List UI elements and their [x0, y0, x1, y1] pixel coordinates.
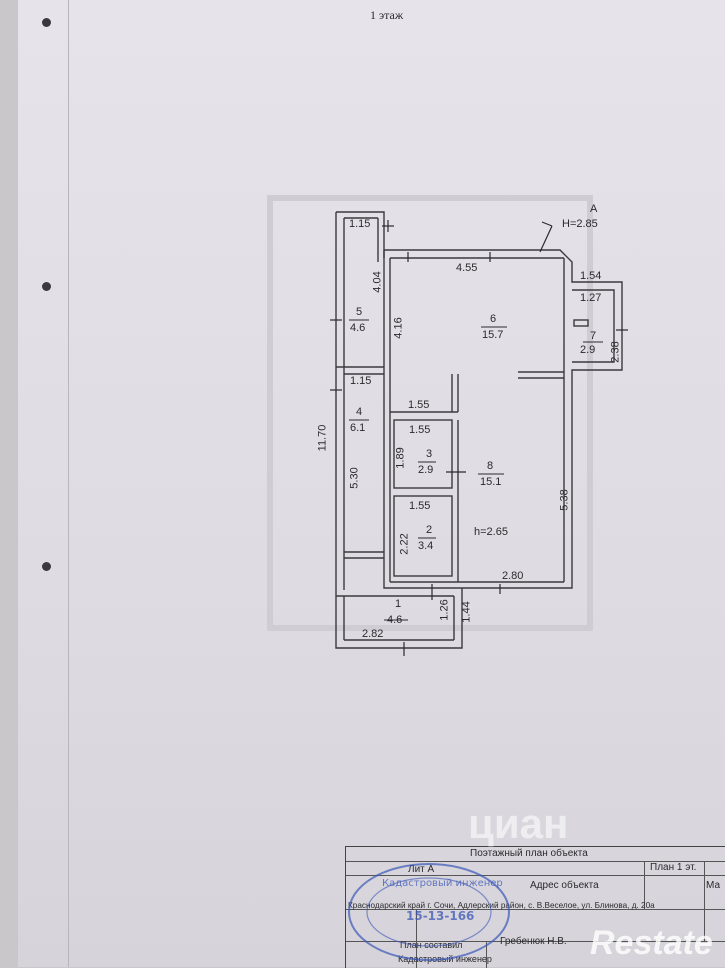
- dim-label: 1.55: [409, 424, 431, 436]
- punch-hole: [42, 282, 51, 291]
- title-block-divider: [416, 909, 417, 968]
- room-area: 4.6: [350, 322, 366, 334]
- room-number: 4: [356, 406, 363, 418]
- seal-ring-text: Кадастровый инженер: [382, 878, 503, 889]
- room-number: 7: [590, 330, 597, 342]
- dim-label: 1.55: [409, 500, 431, 512]
- room-number: 1: [395, 598, 402, 610]
- section-marker-height: H=2.85: [562, 218, 598, 230]
- dim-label: 4.55: [456, 262, 478, 274]
- title-block-row: [346, 909, 725, 942]
- title-block-lit: Лит А: [408, 864, 435, 875]
- title-block-address: Краснодарский край г. Сочи, Адлерский ра…: [348, 901, 655, 910]
- punch-hole: [42, 18, 51, 27]
- room-area: 2.9: [580, 344, 596, 356]
- ghost-outline: [267, 195, 593, 631]
- margin-line: [68, 0, 69, 967]
- dim-label: 1.54: [580, 270, 602, 282]
- room-area: 15.1: [480, 476, 502, 488]
- dim-label: 2.80: [502, 570, 524, 582]
- dim-label: 1.89: [394, 447, 407, 469]
- title-block-row: [346, 875, 725, 910]
- title-block-divider: [644, 861, 645, 909]
- room-number: 5: [356, 306, 363, 318]
- dim-label: 2.82: [362, 628, 384, 640]
- dim-label: 2.22: [398, 533, 411, 555]
- title-block-header: Поэтажный план объекта: [470, 848, 588, 859]
- title-block-plan: План 1 эт.: [650, 862, 697, 873]
- ceiling-height: h=2.65: [474, 526, 508, 538]
- punch-hole: [42, 562, 51, 571]
- dim-label: 5.30: [348, 467, 361, 489]
- walls: [335, 211, 623, 649]
- room-label-bars: [349, 319, 603, 621]
- title-block-address-label: Адрес объекта: [530, 880, 599, 891]
- openings: [330, 220, 628, 656]
- dim-label: 1.15: [349, 218, 371, 230]
- title-block-row: [346, 847, 725, 862]
- room-area: 15.7: [482, 329, 504, 341]
- section-marker-letter: А: [590, 203, 598, 215]
- title-block-divider: [704, 861, 705, 941]
- dim-label: 4.16: [392, 317, 405, 339]
- room-area: 6.1: [350, 422, 366, 434]
- dim-label: 1.27: [580, 292, 602, 304]
- page-title: 1 этаж: [370, 8, 404, 22]
- dim-label: 1.26: [438, 599, 451, 621]
- room-area: 3.4: [418, 540, 434, 552]
- dim-label: 1.44: [460, 601, 473, 623]
- room-area: 2.9: [418, 464, 434, 476]
- title-block: [345, 846, 725, 968]
- room-number: 2: [426, 524, 433, 536]
- title-block-scale: Ма: [706, 880, 721, 891]
- room-area: 4.6: [387, 614, 403, 626]
- dim-label: 2.38: [609, 341, 622, 363]
- title-block-compiled-by: Гребенюк Н.В.: [500, 936, 567, 947]
- dim-label: 4.04: [371, 271, 384, 293]
- room-number: 6: [490, 313, 497, 325]
- seal-stamp: Кадастровый инженер 15-13-166: [348, 863, 510, 961]
- room-number: 8: [487, 460, 494, 472]
- seal-number: 15-13-166: [406, 909, 474, 923]
- watermark-cian: циан: [468, 800, 569, 847]
- title-block-row: [346, 861, 725, 876]
- dim-label: 1.15: [350, 375, 372, 387]
- room-number: 3: [426, 448, 433, 460]
- title-block-divider: [486, 941, 487, 968]
- watermark-restate: Restate: [590, 924, 713, 962]
- dim-label: 1.55: [408, 399, 430, 411]
- dim-label: 5.38: [558, 489, 571, 511]
- dim-label: 11.70: [316, 424, 329, 452]
- document-page: [18, 0, 725, 967]
- title-block-compiled-label: План составил: [400, 940, 463, 950]
